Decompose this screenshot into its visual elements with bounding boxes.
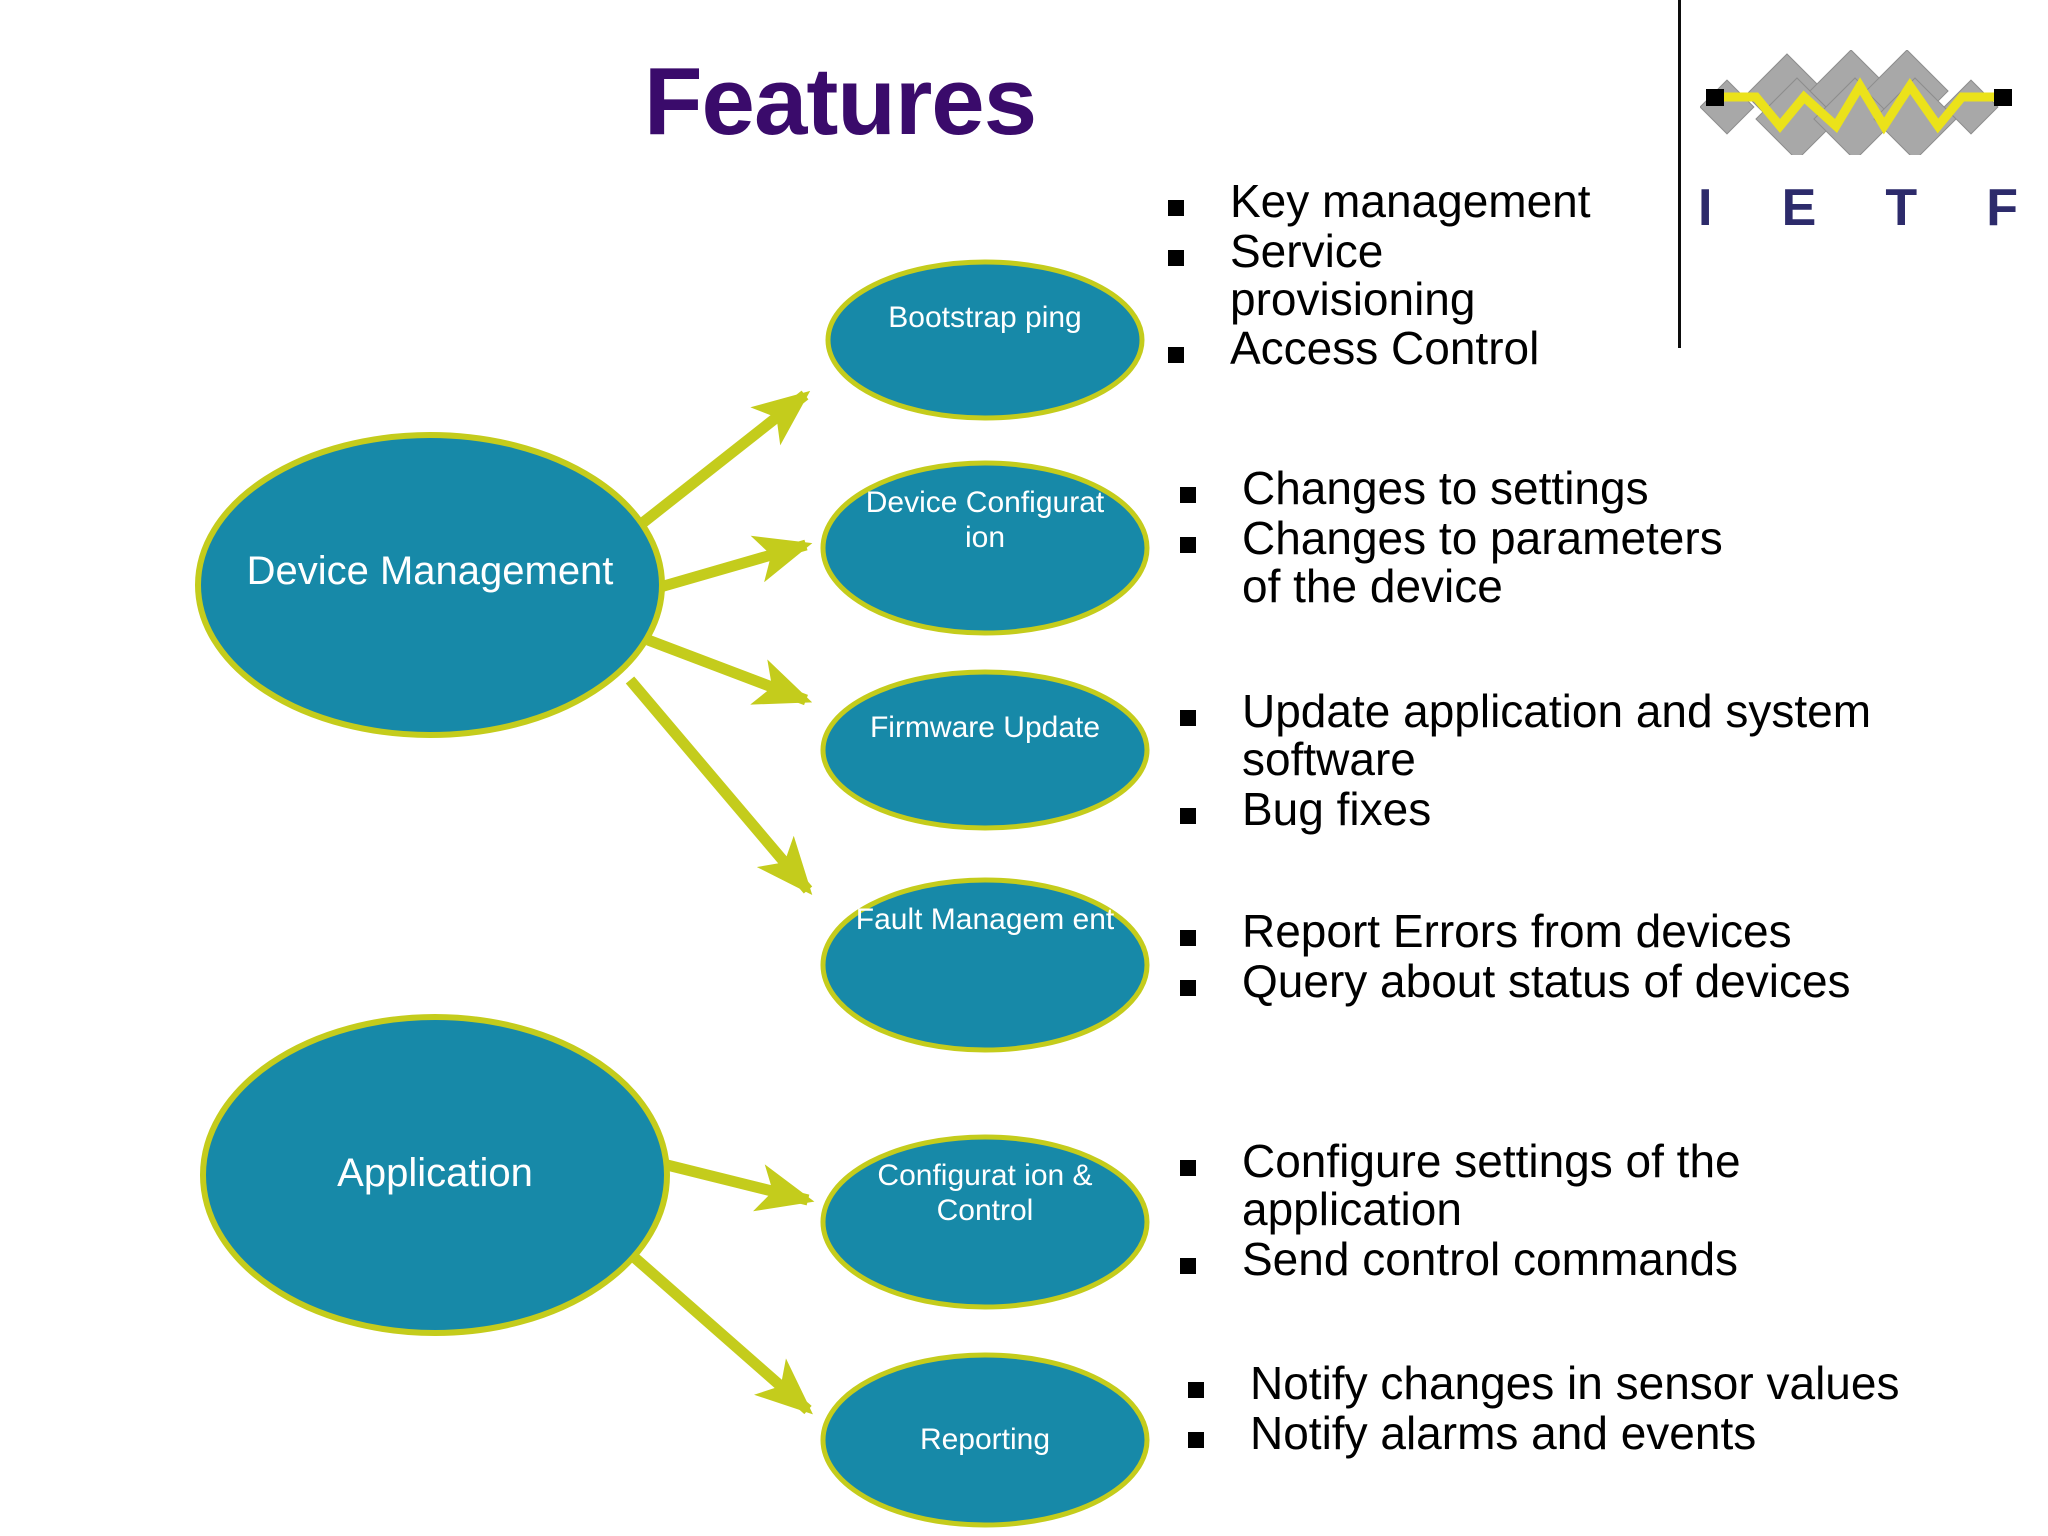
- bullet-item: Notify changes in sensor values: [1188, 1357, 1900, 1409]
- bullet-label: Notify alarms and events: [1250, 1406, 1757, 1459]
- bullet-item: Report Errors from devices: [1180, 905, 1851, 957]
- arrow-dm-to-device-configuration: [648, 535, 813, 596]
- arrow-dm-to-fault-management: [625, 676, 813, 896]
- bullet-square-icon: [1180, 710, 1196, 726]
- arrow-dm-to-firmware-update: [646, 634, 813, 706]
- node-application[interactable]: [200, 1014, 670, 1336]
- bullet-square-icon: [1180, 1257, 1196, 1274]
- bullet-item: Key management: [1168, 175, 1591, 227]
- ietf-diamond-mark: [1700, 50, 2012, 155]
- bullet-item: Send control commands: [1180, 1232, 1741, 1285]
- bullet-group-configuration-control-features: Configure settings of the application Se…: [1180, 1135, 1741, 1285]
- bullet-label: Changes to parameters of the device: [1242, 511, 1723, 612]
- bullet-square-icon: [1188, 1431, 1204, 1448]
- bullet-square-icon: [1188, 1382, 1204, 1398]
- bullet-item: Notify alarms and events: [1188, 1406, 1899, 1459]
- bullet-label: Service provisioning: [1230, 224, 1476, 325]
- features-diagram: [195, 259, 1150, 1528]
- bullet-label: Update application and system software: [1242, 685, 1872, 785]
- logo-letter-t: T: [1885, 179, 1918, 237]
- bullet-item: Access Control: [1168, 325, 1591, 373]
- ietf-logo-letters: I E T F: [1698, 178, 2018, 238]
- bullet-item: Changes to settings: [1180, 462, 1723, 514]
- logo-letter-f: F: [1986, 179, 2018, 237]
- bullet-label: Key management: [1230, 175, 1591, 227]
- bullet-label: Report Errors from devices: [1242, 905, 1792, 957]
- bullet-label: Send control commands: [1242, 1232, 1739, 1285]
- bullet-label: Notify changes in sensor values: [1250, 1357, 1900, 1409]
- logo-letter-i: I: [1698, 179, 1713, 237]
- logo-letter-e: E: [1781, 179, 1817, 237]
- bullet-group-reporting-features: Notify changes in sensor values Notify a…: [1188, 1357, 1900, 1460]
- arrow-app-to-configuration-control: [653, 1156, 815, 1212]
- bullet-group-bootstrapping-features: Key management Service provisioning Acce…: [1168, 175, 1591, 375]
- bullet-square-icon: [1168, 347, 1184, 364]
- bullet-square-icon: [1180, 930, 1196, 946]
- bullet-square-icon: [1180, 487, 1196, 503]
- bullet-item: Bug fixes: [1180, 782, 1871, 835]
- bullet-group-device-configuration-features: Changes to settings Changes to parameter…: [1180, 462, 1723, 612]
- bullet-square-icon: [1180, 1160, 1196, 1176]
- bullet-square-icon: [1168, 200, 1184, 216]
- logo-divider-line: [1678, 0, 1681, 348]
- arrow-app-to-reporting: [631, 1253, 813, 1415]
- node-reporting[interactable]: [820, 1352, 1150, 1528]
- page-title: Features: [643, 48, 1037, 155]
- ietf-logo: I E T F: [1678, 0, 2048, 348]
- bullet-square-icon: [1180, 807, 1196, 824]
- node-bootstrapping[interactable]: [825, 259, 1145, 421]
- bullet-item: Query about status of devices: [1180, 954, 1851, 1007]
- bullet-item: Service provisioning: [1168, 224, 1591, 325]
- node-configuration-control[interactable]: [820, 1134, 1150, 1310]
- bullet-square-icon: [1180, 536, 1196, 553]
- bullet-label: Access Control: [1230, 322, 1540, 375]
- bullet-label: Query about status of devices: [1242, 954, 1851, 1007]
- node-fault-management[interactable]: [820, 877, 1150, 1053]
- bullet-item: Changes to parameters of the device: [1180, 511, 1723, 612]
- bullet-label: Bug fixes: [1242, 782, 1432, 835]
- bullet-square-icon: [1168, 249, 1184, 266]
- bullet-item: Update application and system software: [1180, 685, 1872, 785]
- bullet-label: Changes to settings: [1242, 462, 1649, 514]
- node-device-configuration[interactable]: [820, 460, 1150, 636]
- bullet-group-fault-management-features: Report Errors from devices Query about s…: [1180, 905, 1851, 1008]
- node-device-management[interactable]: [195, 432, 665, 738]
- node-firmware-update[interactable]: [820, 669, 1150, 831]
- bullet-group-firmware-update-features: Update application and system software B…: [1180, 685, 1872, 835]
- bullet-item: Configure settings of the application: [1180, 1135, 1741, 1235]
- bullet-square-icon: [1180, 979, 1196, 996]
- arrow-dm-to-bootstrapping: [636, 390, 811, 530]
- bullet-label: Configure settings of the application: [1242, 1135, 1741, 1235]
